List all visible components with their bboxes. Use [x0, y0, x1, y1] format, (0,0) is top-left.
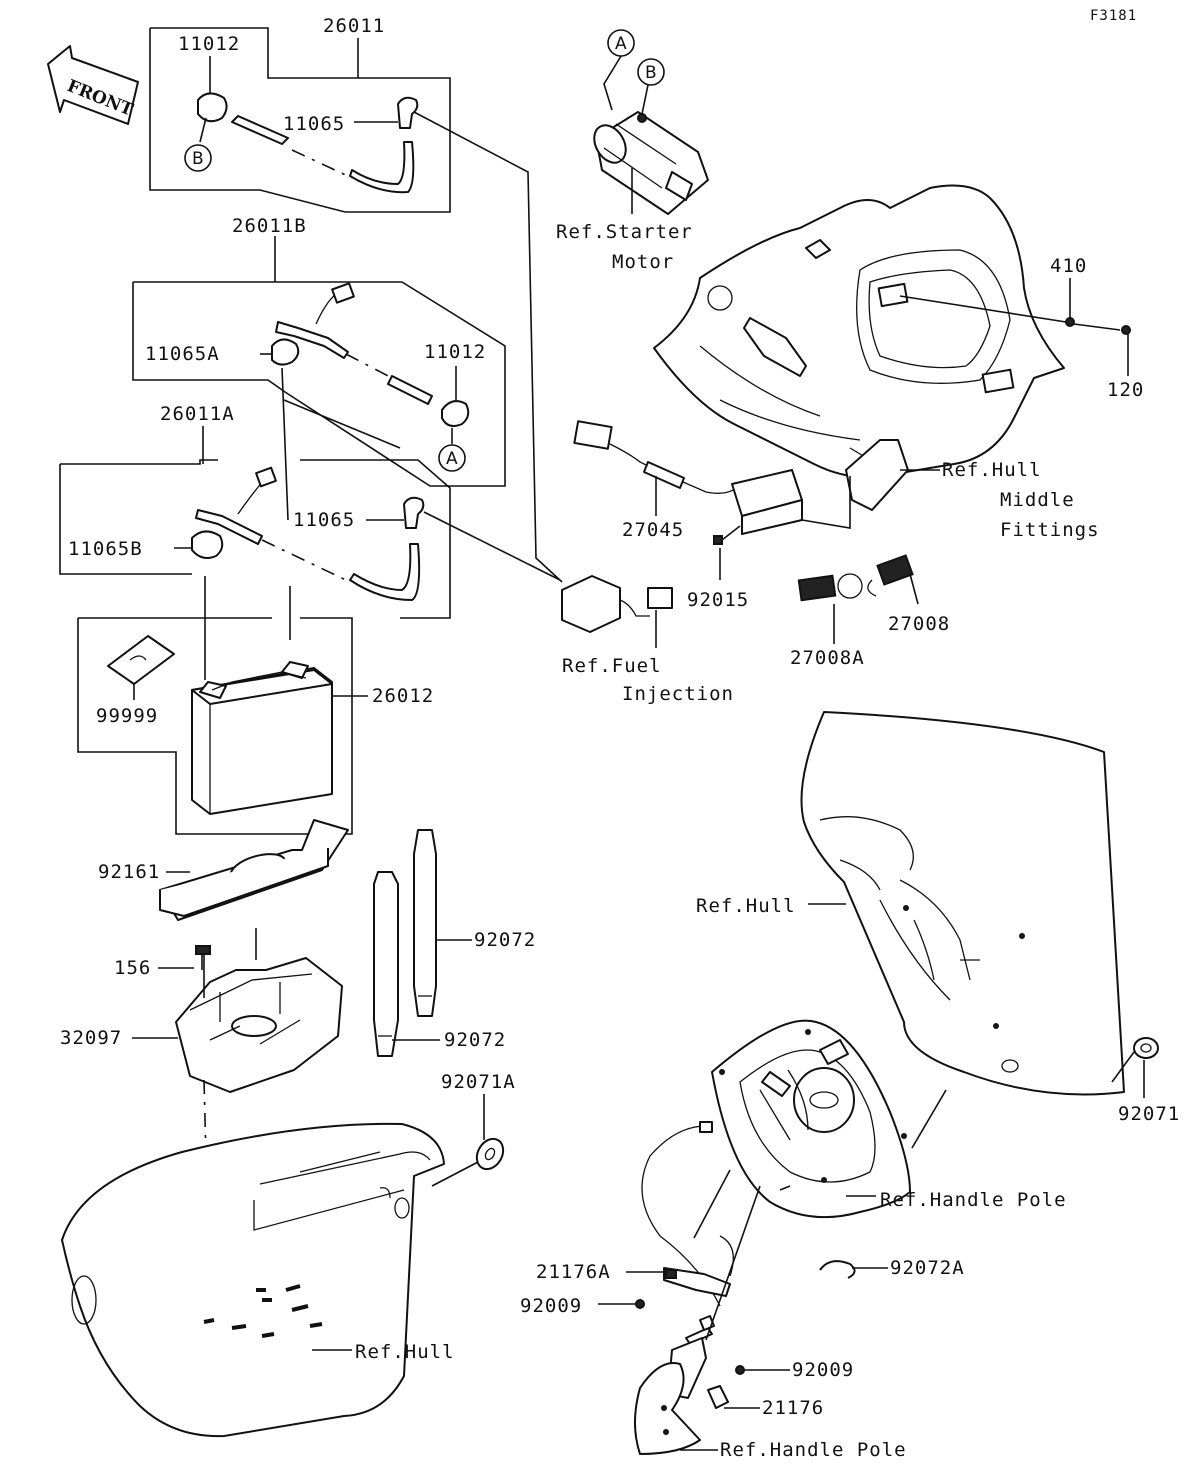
key-27008 [876, 554, 914, 586]
fuel-injection-relay: Ref.Fuel Injection [561, 575, 734, 705]
key-27008A [797, 574, 837, 602]
label-27045: 27045 [622, 519, 684, 541]
label-92072-b: 92072 [444, 1029, 506, 1051]
terminal-cap-11065-top [397, 96, 419, 129]
screw-92009-b [735, 1365, 745, 1375]
label-11012-top: 11012 [178, 33, 240, 55]
terminal-cap-11065B [191, 530, 224, 559]
clip-92072A [819, 1260, 856, 1279]
ref-handle-pole-2: Ref.Handle Pole [720, 1439, 907, 1461]
front-arrow-icon: FRONT [47, 45, 139, 125]
strap-92072-left [373, 871, 399, 1057]
ref-fuel-2: Injection [622, 683, 734, 705]
ref-hull-bottom: Ref.Hull [355, 1341, 455, 1363]
label-92072-a: 92072 [474, 929, 536, 951]
ref-handle-pole-1: Ref.Handle Pole [880, 1189, 1067, 1211]
battery-26012 [191, 667, 333, 815]
label-92071: 92071 [1118, 1103, 1180, 1125]
ref-fuel-1: Ref.Fuel [562, 655, 662, 677]
figure-code: F3181 [1090, 8, 1137, 24]
label-92009-a: 92009 [520, 1295, 582, 1317]
battery-straps: 92072 92072 [373, 829, 536, 1057]
manual-sheet-99999 [107, 635, 175, 685]
bolt-120 [1121, 325, 1131, 335]
label-11065-mid: 11065 [293, 509, 355, 531]
ref-hull-mid-1: Ref.Hull [942, 459, 1042, 481]
battery-pad-group: 92161 [98, 819, 349, 960]
bracket-21176A [663, 1267, 731, 1297]
ref-b-top-text: B [192, 149, 204, 169]
label-26012: 26012 [372, 685, 434, 707]
ref-circle-b-top [184, 144, 212, 172]
cable-set-26011: 26011 11012 B 11065 [149, 15, 451, 213]
label-92015: 92015 [687, 589, 749, 611]
label-21176: 21176 [762, 1397, 824, 1419]
cable-set-26011A: 26011A 11065B 11065 [59, 403, 451, 619]
label-21176A: 21176A [536, 1261, 611, 1283]
label-11065A: 11065A [145, 343, 220, 365]
ref-a-top-text: A [615, 34, 627, 54]
handle-pole-lower: 21176A 92009 92009 21176 Ref.Handle Pole… [520, 1121, 965, 1461]
ref-hull-right: Ref.Hull [696, 895, 796, 917]
label-32097: 32097 [60, 1027, 122, 1049]
label-27008: 27008 [888, 613, 950, 635]
battery-group: 26012 99999 [77, 576, 434, 835]
starter-motor: A B Ref.Starter Motor [556, 29, 709, 273]
hull-middle-fittings: Ref.Hull Middle Fittings 410 120 [653, 184, 1144, 541]
ref-hull-mid-3: Fittings [1000, 519, 1100, 541]
label-26011: 26011 [323, 15, 385, 37]
label-156: 156 [114, 957, 151, 979]
screw-92009-a [635, 1299, 645, 1309]
ref-circle-a-mid [438, 444, 466, 472]
terminal-cap-11012-mid [441, 400, 470, 427]
washer-92071 [1133, 1037, 1159, 1059]
keys-group: 27008A 27008 [790, 554, 950, 669]
label-92071A: 92071A [441, 1071, 516, 1093]
label-26011B: 26011B [232, 215, 307, 237]
label-410: 410 [1050, 255, 1087, 277]
handle-pole-plate: Ref.Handle Pole [711, 1019, 1067, 1219]
washer-92071A: 92071A [431, 1071, 516, 1187]
ref-starter-1: Ref.Starter [556, 221, 693, 243]
label-99999: 99999 [96, 705, 158, 727]
label-26011A: 26011A [160, 403, 235, 425]
label-92161: 92161 [98, 861, 160, 883]
wiring-27045: 27045 92015 [573, 420, 851, 611]
label-11065B: 11065B [68, 538, 143, 560]
ground-wire [641, 1125, 721, 1307]
cable-set-26011B: 26011B 11065A 11012 A [132, 215, 506, 487]
terminal-cap-11065A [271, 338, 300, 366]
clip-21176 [707, 1385, 729, 1409]
battery-cable-26011A [349, 543, 421, 601]
label-11065-top: 11065 [283, 113, 345, 135]
ref-hull-mid-2: Middle [1000, 489, 1075, 511]
battery-case-group: 156 32097 [60, 945, 343, 1315]
battery-cable-26011 [349, 141, 415, 194]
bolt-410 [1065, 317, 1075, 327]
hull-bottom-left: Ref.Hull [61, 1122, 455, 1438]
ref-a-mid-text: A [446, 449, 458, 469]
label-92009-b: 92009 [792, 1359, 854, 1381]
terminal-cap-11012-top [197, 92, 228, 123]
hull-right: Ref.Hull 92071 [696, 711, 1180, 1125]
label-11012-mid: 11012 [424, 341, 486, 363]
terminal-cap-11065-mid [403, 496, 425, 529]
ref-starter-2: Motor [612, 251, 674, 273]
label-27008A: 27008A [790, 647, 865, 669]
strap-92072-right [413, 829, 437, 1017]
ref-b-right-text: B [645, 63, 657, 83]
label-120: 120 [1107, 379, 1144, 401]
label-92072A: 92072A [890, 1257, 965, 1279]
ref-circle-b-right [637, 58, 665, 86]
nut-92015 [713, 535, 723, 545]
